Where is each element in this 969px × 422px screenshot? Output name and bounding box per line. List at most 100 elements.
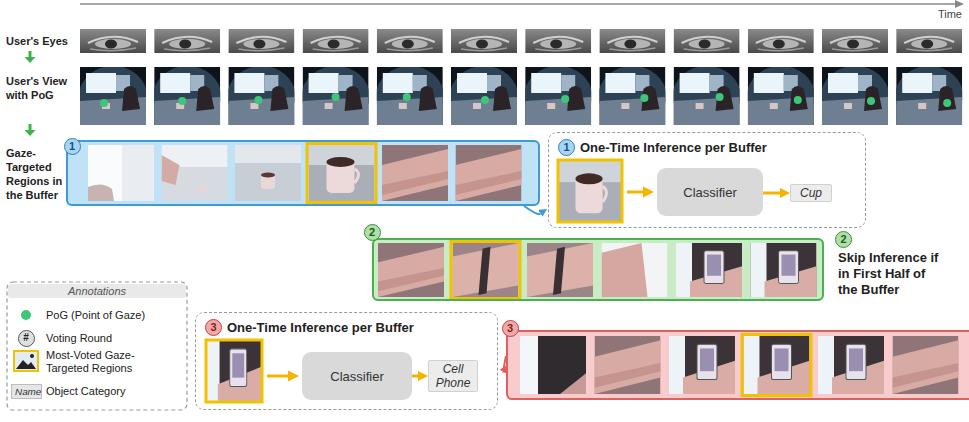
label-holder: Name (11, 384, 42, 399)
panel-header: 3 One-Time Inference per Buffer (205, 319, 488, 336)
scene-frames (450, 66, 518, 126)
box-label: Classifier (330, 369, 383, 384)
callout-text: Skip Inference if in First Half of the B… (834, 250, 942, 298)
gaze-points (943, 99, 951, 107)
gaze-points (867, 97, 875, 105)
connector-arrow (524, 206, 540, 214)
buffer-crops (162, 145, 228, 201)
buffer-crops (451, 242, 520, 299)
classifier-box: Classifier (302, 352, 412, 400)
inference-inputs (627, 191, 644, 194)
legend-entry: PoG (Point of Gaze) (46, 309, 182, 322)
category-tag: Cup (790, 184, 832, 202)
connector-arrow (412, 375, 418, 378)
legend-frame (7, 282, 187, 410)
panel-title: One-Time Inference per Buffer (227, 320, 414, 335)
buffer-crops (893, 336, 959, 394)
gaze-points (100, 93, 951, 107)
legend-entry: Most-Voted Gaze-Targeted Regions (46, 349, 156, 375)
row-label: Gaze-Targeted Regions in the Buffer (6, 146, 70, 202)
label-holder: Time (922, 8, 962, 20)
buffer-crops (88, 145, 154, 201)
inference-inputs (288, 371, 299, 382)
eye-frames (822, 29, 888, 53)
axis-label: Time (922, 8, 962, 20)
time-axis (80, 3, 955, 5)
eye-frames (674, 29, 740, 53)
flow-arrows (29, 124, 32, 130)
callout-number: 1 (558, 139, 575, 156)
buffer-fills (372, 238, 824, 301)
gaze-points (716, 93, 724, 101)
buffer-crops (676, 243, 742, 297)
buffer-crops (742, 335, 811, 396)
label-holder: Gaze-Targeted Regions in the Buffer (6, 146, 70, 202)
row-label: User's Eyes (6, 34, 78, 48)
inference-inputs (267, 375, 289, 378)
scene-frames (821, 66, 889, 126)
buffer-fills (66, 140, 969, 400)
legend-symbol: Name (11, 384, 42, 399)
label-holder: # (18, 330, 35, 347)
buffer-crops (527, 243, 593, 297)
scene-frames (79, 66, 147, 126)
label-holder: User's Eyes (6, 34, 78, 48)
box-label: Cell Phone (434, 362, 472, 390)
gaze-points (403, 93, 411, 101)
inference-inputs (206, 160, 654, 402)
flow-arrows (29, 51, 32, 57)
legend-frame (16, 360, 36, 369)
eye-frames (896, 29, 962, 53)
buffer-crops (751, 243, 817, 297)
buffer-box: 3 (506, 330, 969, 400)
connector-arrow (763, 192, 780, 195)
buffer-box: 1 (66, 140, 540, 206)
box-label: Cup (800, 186, 822, 200)
buffer-box: 2 (372, 238, 824, 301)
legend-entry: Voting Round (46, 332, 182, 345)
legend-text: Voting Round (46, 332, 182, 345)
box-label: Classifier (683, 185, 736, 200)
buffer-crops (744, 336, 810, 394)
buffer-crops (453, 243, 519, 297)
legend-frame (30, 354, 34, 358)
inference-panel: 1One-Time Inference per BufferClassifier… (548, 132, 866, 228)
inference-inputs (558, 160, 622, 222)
time-axis (955, 0, 964, 8)
gaze-points (561, 95, 569, 103)
gaze-points (254, 96, 262, 104)
eye-frames (748, 29, 814, 53)
buffer-crops (235, 145, 301, 201)
gaze-points (332, 93, 340, 101)
scene-frames (524, 66, 592, 126)
gaze-points (481, 96, 489, 104)
category-tag: Cell Phone (428, 360, 478, 392)
buffer-fills (66, 140, 540, 206)
legend-entry: Object Category (46, 385, 182, 398)
eye-frames (377, 29, 443, 53)
eye-frames (303, 29, 369, 53)
classifier-box: Classifier (657, 168, 763, 216)
eye-frames (599, 29, 665, 53)
buffer-crops (307, 144, 376, 203)
scene-frames (227, 66, 295, 126)
eye-frames (80, 29, 962, 53)
eye-frames (80, 29, 146, 53)
flow-arrows (25, 130, 36, 136)
gaze-points (100, 99, 108, 107)
inference-inputs (558, 160, 622, 222)
eye-frames (451, 29, 517, 53)
callout-number: 3 (205, 319, 222, 336)
eye-frames (154, 29, 220, 53)
buffer-crops (818, 336, 884, 394)
legend-frame (7, 282, 187, 410)
scene-frames (747, 66, 815, 126)
gaze-points (794, 96, 802, 104)
gaze-points (178, 97, 186, 105)
buffer-crops (309, 145, 375, 201)
buffer-crops (595, 336, 661, 394)
scene-frames (673, 66, 741, 126)
inference-inputs (206, 340, 262, 402)
label-holder: User's View with PoG (6, 74, 72, 102)
